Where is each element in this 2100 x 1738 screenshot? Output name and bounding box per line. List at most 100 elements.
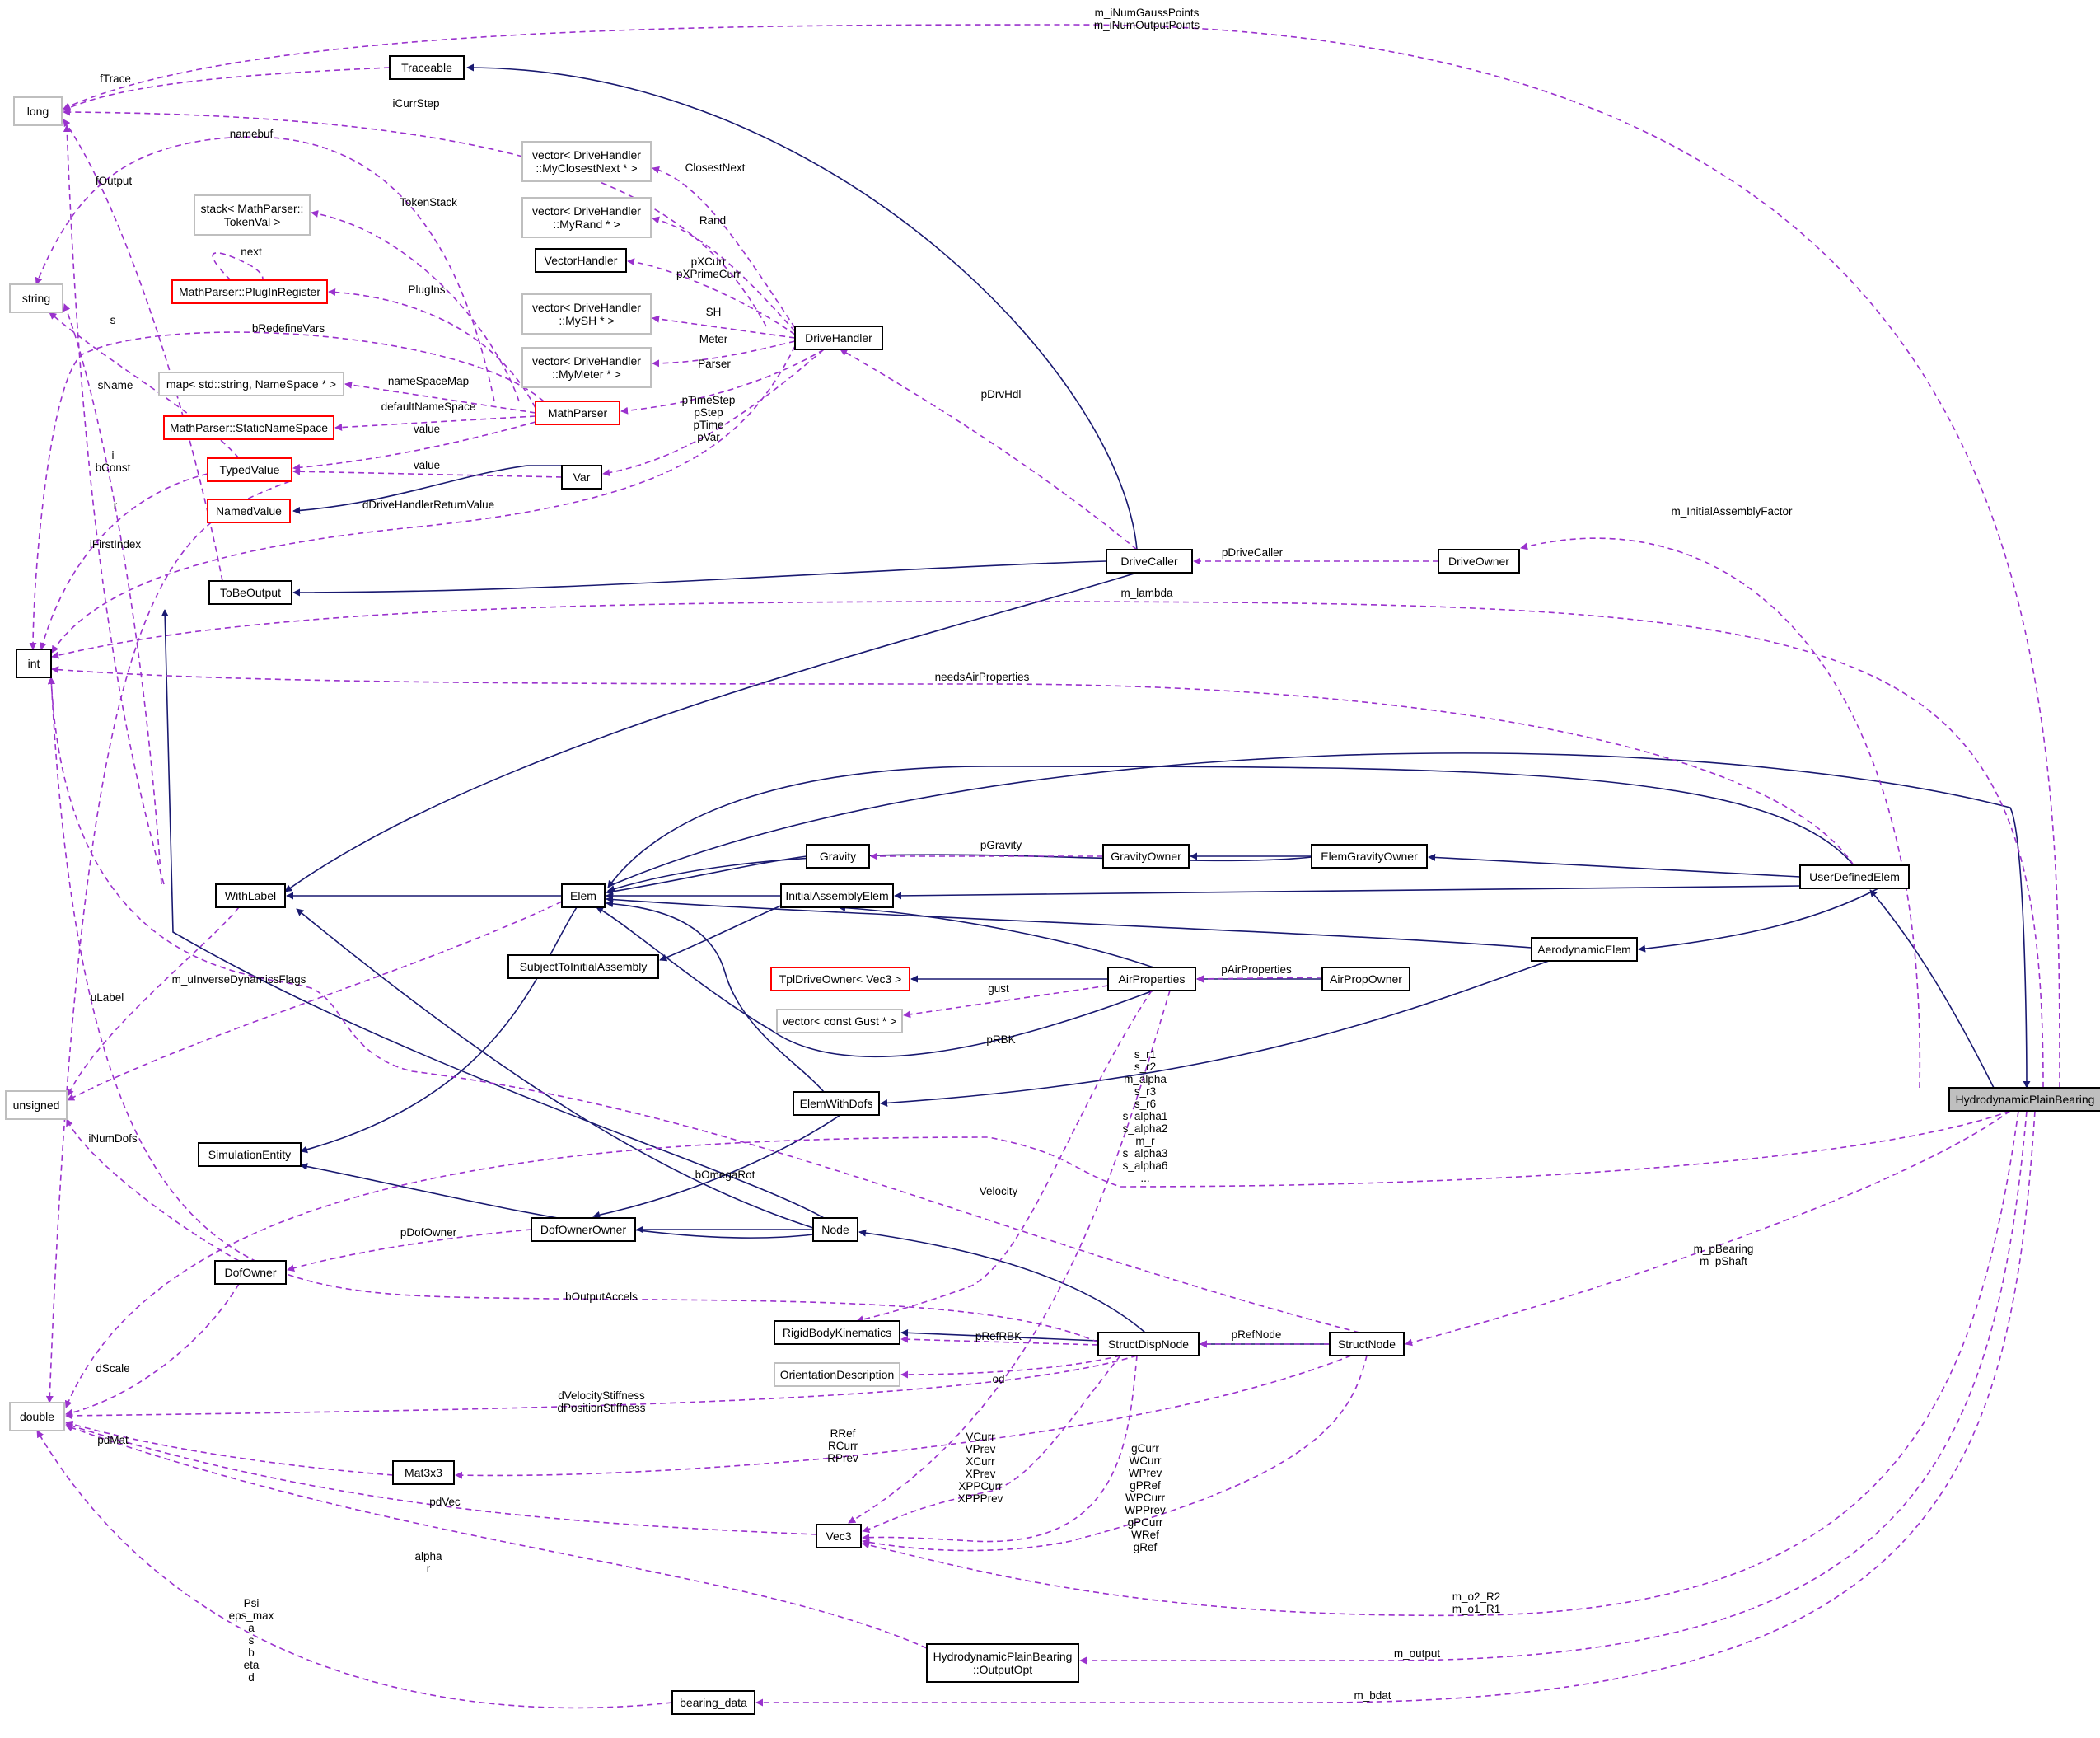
inheritance-edge [606, 855, 807, 896]
class-box [793, 1091, 880, 1116]
class-node-simulation-entity[interactable]: SimulationEntity [198, 1142, 302, 1167]
usage-edge [65, 1420, 394, 1476]
class-name: AerodynamicElem [1537, 943, 1631, 956]
class-name: WithLabel [225, 889, 276, 902]
usage-edge [1405, 1110, 2011, 1347]
class-box [776, 1009, 903, 1033]
class-node-named-value[interactable]: NamedValue [207, 499, 291, 523]
class-name: MathParser::PlugInRegister [179, 285, 320, 298]
class-box [16, 649, 52, 678]
edge-label-line: WPCurr [1125, 1492, 1165, 1504]
class-node-node[interactable]: Node [812, 1217, 858, 1242]
class-node-gravity-owner[interactable]: GravityOwner [1102, 844, 1190, 869]
edge-label-line: SH [706, 306, 722, 318]
class-node-drive-handler[interactable]: DriveHandler [794, 326, 883, 350]
edge-label-line: needsAirProperties [935, 671, 1030, 683]
edge-label-needsAirProperties: needsAirProperties [935, 671, 1030, 683]
class-name: InitialAssemblyElem [785, 889, 888, 902]
class-name: ToBeOutput [220, 586, 281, 599]
class-node-air-prop-owner[interactable]: AirPropOwner [1321, 967, 1410, 991]
class-node-dof-owner[interactable]: DofOwner [214, 1260, 287, 1285]
class-node-math-parser[interactable]: MathParser [535, 401, 620, 425]
edge-label-TokenStack: TokenStack [400, 196, 457, 208]
class-node-int[interactable]: int [16, 649, 52, 678]
class-node-dof-owner-owner[interactable]: DofOwnerOwner [531, 1217, 636, 1242]
class-node-mat3x3[interactable]: Mat3x3 [392, 1460, 455, 1485]
edge-label-dDriveHandlerReturnValue: dDriveHandlerReturnValue [362, 499, 494, 511]
edge-label-line: pTime [693, 419, 723, 431]
class-box [780, 883, 894, 908]
usage-edge [334, 415, 536, 432]
edge-label-nameSpaceMap: nameSpaceMap [388, 375, 469, 387]
class-box [926, 1643, 1079, 1683]
edge-label-line: Meter [699, 333, 728, 345]
class-node-hpb-output-opt[interactable]: HydrodynamicPlainBearing::OutputOpt [926, 1643, 1079, 1683]
edge-label-line: r [114, 499, 118, 512]
class-node-aerodynamic-elem[interactable]: AerodynamicElem [1531, 937, 1638, 962]
edge-label-uLabel: uLabel [91, 991, 124, 1004]
class-name: StructNode [1338, 1337, 1396, 1351]
class-box [561, 465, 602, 490]
class-node-with-label[interactable]: WithLabel [215, 883, 286, 908]
edge-label-sName: sName [98, 379, 133, 391]
class-node-elem[interactable]: Elem [561, 883, 606, 908]
class-node-traceable[interactable]: Traceable [389, 55, 465, 80]
inheritance-edge [858, 1229, 1146, 1333]
edge-label-Meter: Meter [699, 333, 728, 345]
class-node-drive-caller[interactable]: DriveCaller [1106, 549, 1193, 574]
class-name: NamedValue [216, 504, 282, 518]
class-node-bearing-data[interactable]: bearing_data [671, 1690, 755, 1715]
inheritance-edge [592, 1114, 841, 1219]
usage-edge [900, 1335, 1099, 1346]
class-box [1948, 1087, 2100, 1112]
class-name: VectorHandler [545, 254, 618, 267]
class-node-vec3[interactable]: Vec3 [816, 1524, 862, 1548]
class-node-plugin-register[interactable]: MathParser::PlugInRegister [171, 279, 328, 304]
inheritance-edge [1638, 888, 1879, 953]
edge-label-line: bOutputAccels [565, 1291, 638, 1303]
class-node-rigid-body-kinematics[interactable]: RigidBodyKinematics [774, 1320, 900, 1345]
class-box [5, 1090, 68, 1120]
usage-edge [292, 421, 536, 471]
class-node-static-ns[interactable]: MathParser::StaticNameSpace [163, 415, 334, 440]
class-box [507, 954, 659, 979]
class-name: ::MyMeter * > [552, 368, 621, 381]
edge-label-line: VPrev [966, 1443, 996, 1455]
edge-label-line: pdVec [429, 1496, 461, 1508]
edge-label-od: od [992, 1373, 1004, 1385]
usage-edge [65, 1422, 817, 1535]
class-box [806, 844, 870, 869]
class-name: DriveHandler [805, 331, 872, 344]
edge-label-line: s_r6 [1134, 1098, 1156, 1110]
class-node-elem-gravity-owner[interactable]: ElemGravityOwner [1311, 844, 1428, 869]
edge-label-line: m_iNumOutputPoints [1094, 19, 1200, 31]
class-node-vec-gust: vector< const Gust * > [776, 1009, 903, 1033]
class-node-var[interactable]: Var [561, 465, 602, 490]
inheritance-edge [609, 752, 2031, 1089]
class-node-tpl-drive-owner[interactable]: TplDriveOwner< Vec3 > [770, 967, 910, 991]
class-node-typed-value[interactable]: TypedValue [207, 457, 292, 482]
class-node-subject-initial-assembly[interactable]: SubjectToInitialAssembly [507, 954, 659, 979]
class-node-air-properties[interactable]: AirProperties [1107, 967, 1196, 991]
edge-label-value2: value [414, 459, 440, 471]
class-node-vector-handler[interactable]: VectorHandler [535, 248, 627, 273]
class-node-struct-node[interactable]: StructNode [1329, 1332, 1405, 1356]
class-node-struct-disp-node[interactable]: StructDispNode [1097, 1332, 1200, 1356]
edge-label-m_lambda: m_lambda [1120, 587, 1173, 599]
class-node-drive-owner[interactable]: DriveOwner [1438, 549, 1520, 574]
class-node-gravity[interactable]: Gravity [806, 844, 870, 869]
edge-label-m_InitialAssemblyFactor: m_InitialAssemblyFactor [1671, 505, 1793, 518]
edge-label-gust: gust [988, 982, 1009, 995]
class-node-initial-assembly-elem[interactable]: InitialAssemblyElem [780, 883, 894, 908]
usage-edge [63, 67, 391, 111]
class-node-to-be-output[interactable]: ToBeOutput [208, 580, 292, 605]
class-box [171, 279, 328, 304]
class-node-elem-with-dofs[interactable]: ElemWithDofs [793, 1091, 880, 1116]
usage-edge [63, 108, 767, 327]
class-box [521, 197, 652, 238]
class-name: map< std::string, NameSpace * > [166, 377, 336, 391]
edge-label-line: pXCurr [691, 255, 727, 268]
class-node-user-defined-elem[interactable]: UserDefinedElem [1799, 864, 1910, 889]
